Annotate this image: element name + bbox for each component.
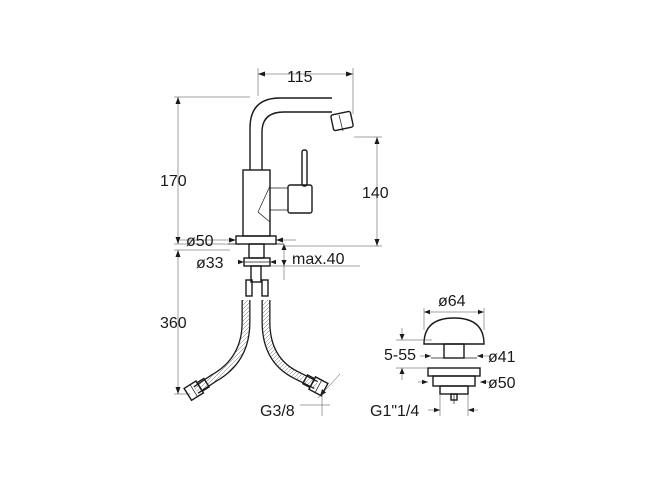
label-hose-length: 360 [160, 315, 187, 332]
label-waste-range: 5-55 [384, 347, 416, 364]
waste-flange [427, 367, 481, 377]
waste-cap [423, 317, 485, 345]
spout-head [330, 110, 354, 132]
lever-housing [287, 184, 313, 214]
label-height-total: 170 [160, 173, 187, 190]
label-dia-base: ø50 [186, 233, 214, 250]
spout-riser [249, 97, 332, 170]
label-waste-thread: G1"1/4 [370, 403, 419, 420]
label-hose-thread: G3/8 [260, 403, 295, 420]
label-height-spout: 140 [362, 185, 389, 202]
waste-drain-drawing [396, 308, 490, 416]
label-dia-hole: ø33 [196, 255, 224, 272]
faucet-dimension-lines [174, 68, 382, 416]
faucet-body [242, 169, 271, 237]
label-width-top: 115 [287, 69, 313, 86]
faucet-base-plate [235, 235, 277, 245]
lever-handle [301, 149, 308, 187]
label-max-thickness: max.40 [292, 251, 345, 268]
faucet-drawing [228, 97, 354, 297]
threaded-shank [248, 243, 265, 259]
label-waste-dia-mid: ø41 [488, 349, 516, 366]
label-waste-dia-cap: ø64 [438, 293, 466, 310]
label-waste-dia-flange: ø50 [488, 375, 516, 392]
flexible-hoses [183, 300, 329, 402]
